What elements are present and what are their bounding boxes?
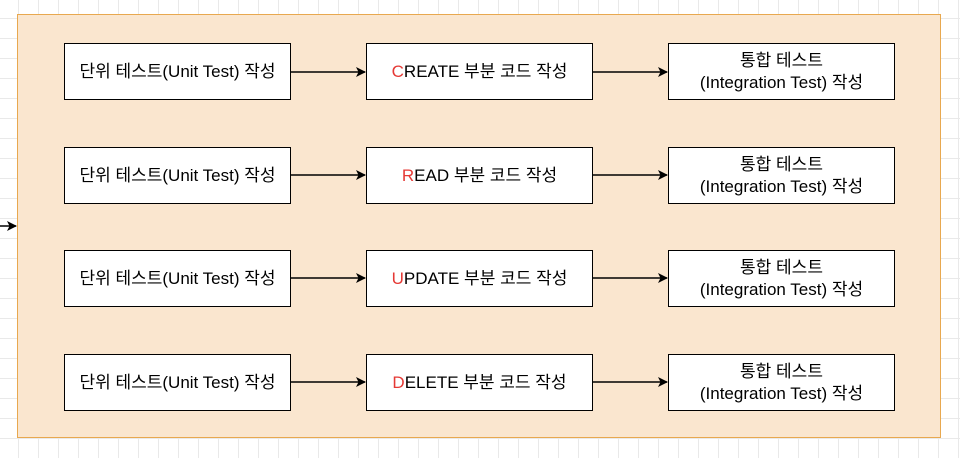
crud-initial: C [391, 61, 404, 81]
update-code-box: UPDATE 부분 코드 작성 [366, 250, 593, 307]
unit-test-box-read: 단위 테스트(Unit Test) 작성 [64, 147, 291, 204]
integration-label-line1: 통합 테스트 [740, 257, 823, 277]
crud-label: UPDATE 부분 코드 작성 [392, 268, 568, 290]
integration-test-box-delete: 통합 테스트 (Integration Test) 작성 [668, 354, 895, 411]
unit-test-box-update: 단위 테스트(Unit Test) 작성 [64, 250, 291, 307]
crud-label: DELETE 부분 코드 작성 [392, 372, 566, 394]
integration-label-line2: (Integration Test) 작성 [699, 383, 864, 403]
integration-test-box-read: 통합 테스트 (Integration Test) 작성 [668, 147, 895, 204]
integration-label-line1: 통합 테스트 [740, 361, 823, 381]
create-code-box: CREATE 부분 코드 작성 [366, 43, 593, 100]
integration-label-line1: 통합 테스트 [740, 154, 823, 174]
crud-initial: U [391, 268, 404, 288]
crud-initial: R [401, 165, 415, 185]
crud-initial: D [392, 372, 405, 392]
read-code-box: READ 부분 코드 작성 [366, 147, 593, 204]
crud-label: CREATE 부분 코드 작성 [392, 61, 568, 83]
delete-code-box: DELETE 부분 코드 작성 [366, 354, 593, 411]
integration-label-line2: (Integration Test) 작성 [699, 279, 864, 299]
unit-test-label: 단위 테스트(Unit Test) 작성 [79, 268, 276, 288]
unit-test-box-create: 단위 테스트(Unit Test) 작성 [64, 43, 291, 100]
integration-label-line2: (Integration Test) 작성 [699, 72, 864, 92]
unit-test-label: 단위 테스트(Unit Test) 작성 [79, 372, 276, 392]
unit-test-label: 단위 테스트(Unit Test) 작성 [79, 165, 276, 185]
integration-test-box-update: 통합 테스트 (Integration Test) 작성 [668, 250, 895, 307]
crud-rest: EAD 부분 코드 작성 [414, 165, 558, 185]
crud-rest: ELETE 부분 코드 작성 [404, 372, 567, 392]
integration-label-line2: (Integration Test) 작성 [699, 176, 864, 196]
integration-test-box-create: 통합 테스트 (Integration Test) 작성 [668, 43, 895, 100]
unit-test-label: 단위 테스트(Unit Test) 작성 [79, 61, 276, 81]
crud-label: READ 부분 코드 작성 [402, 165, 557, 187]
crud-rest: REATE 부분 코드 작성 [403, 61, 568, 81]
unit-test-box-delete: 단위 테스트(Unit Test) 작성 [64, 354, 291, 411]
integration-label-line1: 통합 테스트 [740, 50, 823, 70]
crud-rest: PDATE 부분 코드 작성 [403, 268, 568, 288]
